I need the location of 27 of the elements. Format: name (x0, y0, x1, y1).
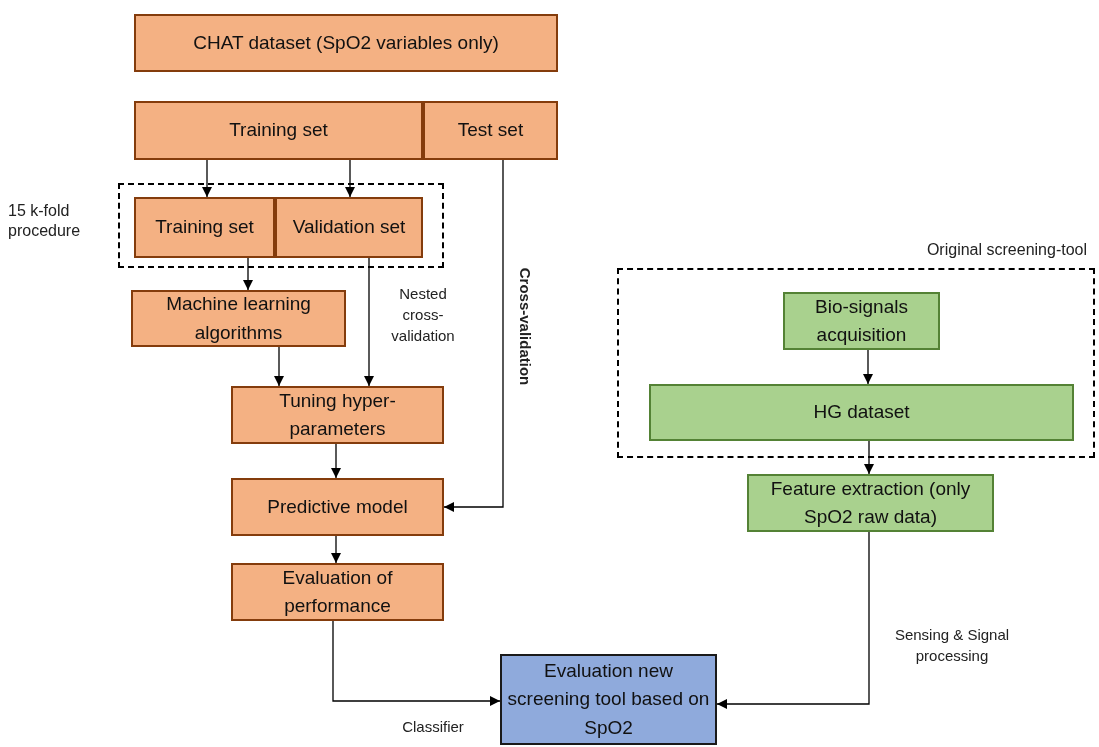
arrow (274, 346, 284, 387)
arrow (864, 440, 874, 475)
process-box: Evaluation of performance (231, 563, 444, 621)
group-label: Original screening-tool (926, 240, 1087, 260)
process-box: Machine learning algorithms (131, 290, 346, 347)
process-box: CHAT dataset (SpO2 variables only) (134, 14, 558, 72)
arrow (332, 620, 501, 706)
process-box: Validation set (275, 197, 423, 258)
arrow (202, 159, 212, 198)
process-box: Predictive model (231, 478, 444, 536)
process-box: Training set (134, 197, 275, 258)
arrow (716, 531, 870, 709)
group-label: 15 k-fold procedure (8, 201, 82, 241)
arrow (331, 443, 341, 479)
process-box: Bio-signals acquisition (783, 292, 940, 350)
process-box: Tuning hyper-parameters (231, 386, 444, 444)
arrow (345, 159, 355, 198)
process-box: Evaluation new screening tool based on SpO2 (500, 654, 717, 745)
arrow (243, 257, 253, 291)
arrow (331, 535, 341, 564)
arrow (364, 257, 374, 387)
process-box: Training set (134, 101, 423, 160)
process-box: HG dataset (649, 384, 1074, 441)
process-box: Feature extraction (only SpO2 raw data) (747, 474, 994, 532)
arrow (443, 159, 504, 512)
process-box: Test set (423, 101, 558, 160)
arrow (863, 349, 873, 385)
